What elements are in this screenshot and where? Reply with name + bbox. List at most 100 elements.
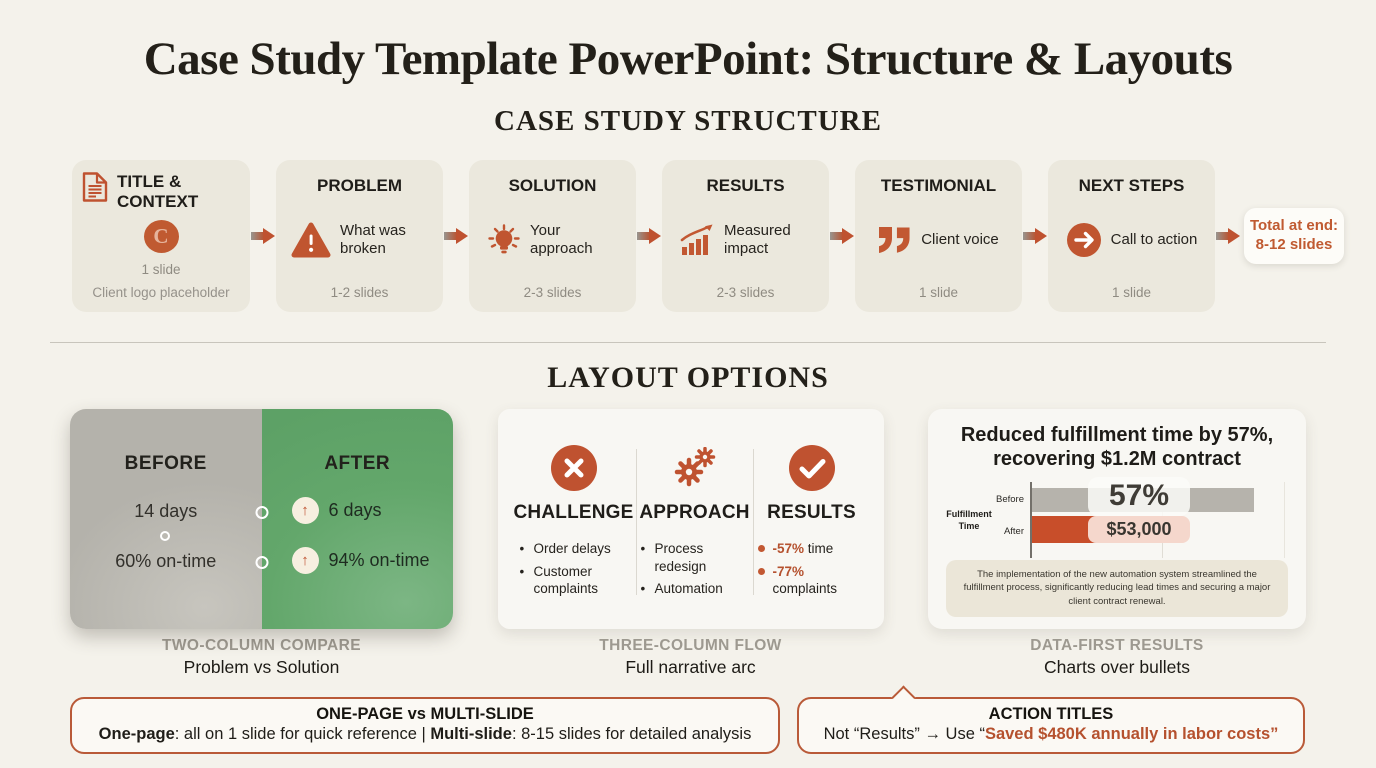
lightbulb-icon — [487, 224, 521, 256]
bullet-item: Automation — [654, 581, 723, 597]
total-badge-line1: Total at end: — [1249, 217, 1339, 235]
action-title-example: Saved $480K annually in labor costs — [984, 725, 1271, 743]
slide-count: 2-3 slides — [716, 285, 775, 300]
headline-line1: Reduced fulfillment time by 57%, — [960, 424, 1274, 446]
card-desc: Measured impact — [724, 221, 791, 258]
up-arrow-icon: ↑ — [291, 547, 319, 574]
structure-card-results: RESULTS Measured impact 2-3 slides — [662, 160, 829, 312]
bullet-item: Order delays — [533, 541, 611, 556]
challenge-column: CHALLENGE Order delays Customer complain… — [514, 443, 634, 605]
stat-value: -57% — [772, 541, 805, 556]
card-desc: Call to action — [1110, 230, 1198, 248]
column-title: RESULTS — [767, 502, 856, 523]
total-slides-badge: Total at end: 8-12 slides — [1244, 208, 1344, 264]
action-titles-callout: ACTION TITLES Not “Results” → Use “Saved… — [797, 697, 1305, 754]
connector-dot — [160, 531, 170, 541]
axis-label: Time — [958, 520, 980, 531]
threecol-caption: THREE-COLUMN FLOW — [599, 637, 782, 654]
chart-gridline — [1284, 481, 1285, 558]
bar-label-before: Before — [996, 493, 1024, 505]
document-icon — [82, 172, 108, 202]
results-column: RESULTS -57% time -77% complaints — [756, 443, 868, 605]
stat-text: time — [804, 541, 834, 556]
gears-icon — [673, 447, 717, 489]
chart-note: The implementation of the new automation… — [946, 559, 1288, 617]
data-first-results-card: Reduced fulfillment time by 57%, recover… — [928, 409, 1306, 629]
datafirst-caption: DATA-FIRST RESULTS — [1030, 637, 1204, 654]
quote-icon — [878, 226, 912, 254]
structure-card-title: TESTIMONIAL — [880, 176, 997, 195]
structure-card-problem: PROBLEM What was broken 1-2 slides — [276, 160, 443, 312]
after-value-1: 6 days — [328, 500, 382, 520]
check-circle-icon — [788, 444, 836, 492]
flow-arrow-icon — [1023, 228, 1047, 244]
card-desc: What was broken — [340, 221, 406, 258]
slide-count: 1-2 slides — [330, 285, 389, 300]
callout-row: ONE-PAGE vs MULTI-SLIDE One-page: all on… — [70, 697, 1305, 754]
warning-triangle-icon — [291, 222, 331, 258]
column-divider — [635, 449, 637, 595]
flow-arrow-icon — [1216, 228, 1240, 244]
before-value-2: 60% on-time — [115, 551, 217, 571]
money-stat-badge: $53,000 — [1088, 515, 1190, 543]
flow-arrow-icon — [444, 228, 468, 244]
slide-count: 1 slide — [918, 285, 959, 300]
structure-card-title-context: TITLE & CONTEXT C 1 slide Client logo pl… — [72, 160, 250, 312]
bullet-item: Process redesign — [654, 541, 707, 574]
fulfillment-bar-chart: Fulfillment Time Before After 57% $53,00… — [946, 476, 1288, 558]
flow-arrow-icon — [251, 228, 275, 244]
one-page-vs-multi-slide-callout: ONE-PAGE vs MULTI-SLIDE One-page: all on… — [70, 697, 780, 754]
slide-count: 1 slide — [1111, 285, 1152, 300]
stat-text: complaints — [772, 581, 838, 597]
before-header: BEFORE — [124, 453, 207, 474]
structure-card-title: SOLUTION — [508, 176, 597, 195]
after-value-2: 94% on-time — [328, 550, 430, 570]
two-column-compare-card: BEFORE 14 days 60% on-time AFTER ↑ 6 day… — [70, 409, 453, 629]
stat-bullet-dot — [757, 567, 765, 575]
threecol-subcaption: Full narrative arc — [625, 657, 756, 677]
three-column-flow-card: CHALLENGE Order delays Customer complain… — [497, 409, 884, 629]
structure-card-title: RESULTS — [706, 176, 785, 195]
after-header: AFTER — [324, 453, 391, 474]
after-panel: AFTER ↑ 6 days ↑ 94% on-time — [261, 409, 453, 629]
callout-title: ONE-PAGE — [316, 705, 403, 723]
multi-slide-label: Multi-slide — [430, 725, 512, 743]
approach-column: APPROACH Process redesign Automation — [639, 443, 751, 605]
structure-card-title: TITLE & CONTEXT — [117, 172, 199, 211]
headline-line2: recovering $1.2M contract — [993, 448, 1241, 471]
axis-label: Fulfillment — [946, 508, 992, 519]
before-panel: BEFORE 14 days 60% on-time — [70, 409, 262, 629]
bullet-item: Customer complaints — [533, 563, 599, 597]
callout-title: ACTION TITLES — [988, 705, 1114, 723]
structure-card-title: NEXT STEPS — [1078, 176, 1185, 195]
connector-dot — [255, 506, 268, 519]
total-badge-line2: 8-12 slides — [1255, 236, 1333, 253]
x-circle-icon — [550, 444, 598, 492]
page-title: Case Study Template PowerPoint: Structur… — [143, 33, 1233, 85]
slide-count: 2-3 slides — [523, 285, 582, 300]
before-value-1: 14 days — [134, 501, 198, 521]
section-layouts-title: LAYOUT OPTIONS — [547, 361, 829, 394]
growth-chart-icon — [679, 224, 715, 256]
slide-count: 1 slide — [141, 262, 181, 277]
compare-subcaption: Problem vs Solution — [183, 657, 340, 677]
card-note: Client logo placeholder — [92, 285, 230, 300]
flow-arrow-icon — [830, 228, 854, 244]
section-divider — [50, 342, 1326, 343]
chart-axis-line — [1030, 481, 1032, 558]
column-title: CHALLENGE — [513, 502, 634, 523]
column-title: APPROACH — [639, 502, 750, 523]
arrow-circle-icon — [1066, 222, 1102, 258]
caption-row: TWO-COLUMN COMPARE Problem vs Solution T… — [70, 637, 1306, 685]
structure-flow-row: TITLE & CONTEXT C 1 slide Client logo pl… — [72, 160, 1344, 312]
structure-card-title: PROBLEM — [317, 176, 402, 195]
big-stat-badge: 57% — [1088, 476, 1190, 516]
structure-card-solution: SOLUTION — [469, 160, 636, 312]
stat-bullet-dot — [757, 545, 765, 552]
one-page-label: One-page — [98, 725, 175, 743]
compare-caption: TWO-COLUMN COMPARE — [162, 637, 361, 654]
flow-arrow-icon — [637, 228, 661, 244]
structure-card-testimonial: TESTIMONIAL Client voice 1 slide — [855, 160, 1022, 312]
datafirst-subcaption: Charts over bullets — [1044, 657, 1190, 677]
